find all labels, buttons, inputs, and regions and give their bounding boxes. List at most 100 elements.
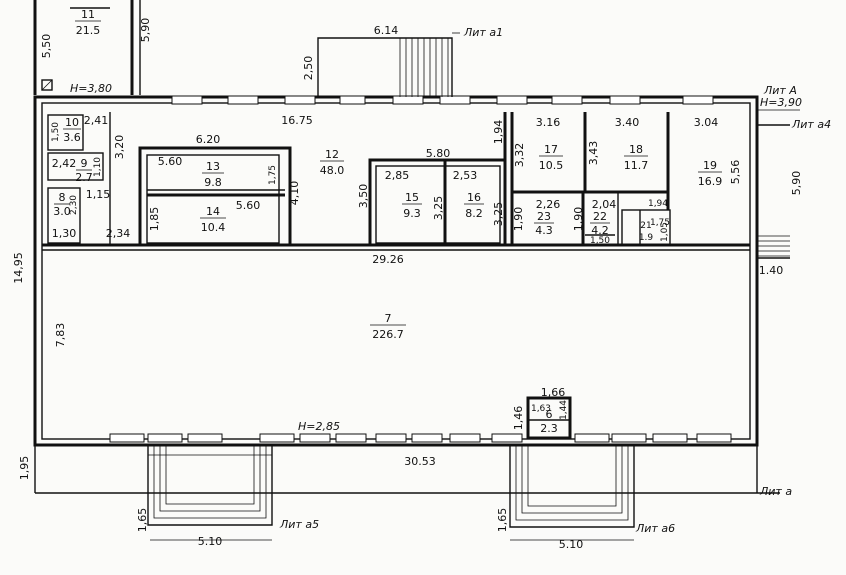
dim-label: 3,32 — [513, 143, 526, 168]
room-21-num: 21 — [640, 221, 651, 231]
room-12-num: 12 — [325, 148, 339, 161]
dim-label: 1.40 — [759, 264, 784, 277]
dim-label: 7,83 — [54, 323, 67, 348]
dimension-lines — [34, 103, 758, 541]
dim-label: 5,90 — [139, 18, 152, 43]
dim-label: 2,50 — [302, 56, 315, 81]
dim-label: 3,50 — [357, 184, 370, 209]
room-8-area: 3.0 — [53, 205, 71, 218]
dim-label: 2,04 — [592, 198, 617, 211]
dim-label: 1,46 — [512, 406, 525, 431]
dim-label: 1,63 — [531, 404, 551, 414]
dim-label: 29.26 — [372, 253, 404, 266]
dim-label: 3,20 — [113, 135, 126, 160]
dim-label: 1,15 — [86, 188, 111, 201]
dim-label: 5.10 — [198, 535, 223, 548]
room-21-area: 1.9 — [639, 233, 654, 243]
dim-label: 3.40 — [615, 116, 640, 129]
dim-label: 2,42 — [52, 157, 77, 170]
room-16-area: 8.2 — [465, 207, 483, 220]
dim-label: 3.04 — [694, 116, 719, 129]
room-12-area: 48.0 — [320, 164, 345, 177]
dim-label: 2,41 — [84, 114, 109, 127]
dim-label: 3.16 — [536, 116, 561, 129]
room-11-num: 11 — [81, 8, 95, 21]
dim-label: 1,44 — [559, 400, 569, 420]
dim-label: 1,50 — [590, 236, 610, 246]
dim-label: 2,30 — [69, 195, 79, 215]
dim-label: 1,94 — [492, 120, 505, 145]
dim-label: 1,75 — [268, 165, 278, 185]
room-18-area: 11.7 — [624, 159, 649, 172]
dim-label: 1,65 — [496, 508, 509, 533]
room-19-num: 19 — [703, 159, 717, 172]
dim-label: 1,10 — [93, 157, 103, 177]
room-9-num: 9 — [81, 157, 88, 170]
annex-lit-a4 — [757, 109, 800, 259]
porch-lit-a5 — [147, 445, 273, 526]
lit-a5-label: Лит а5 — [279, 518, 319, 531]
dim-label: 5,90 — [790, 171, 803, 196]
dim-label: 30.53 — [404, 455, 436, 468]
dim-label: 5,56 — [729, 160, 742, 185]
room-10-num: 10 — [65, 116, 79, 129]
room-8-num: 8 — [59, 191, 66, 204]
room-17-num: 17 — [544, 143, 558, 156]
room-18-num: 18 — [629, 143, 643, 156]
room-14-num: 14 — [206, 205, 220, 218]
room-16-num: 16 — [467, 191, 481, 204]
dim-label: 1,75 — [650, 218, 670, 228]
annex-room-11 — [33, 0, 141, 95]
dim-label: 3,25 — [432, 196, 445, 221]
dim-label: 2,34 — [106, 227, 131, 240]
dim-label: 4,10 — [288, 181, 301, 206]
dim-label: 2,53 — [453, 169, 478, 182]
room-22-area: 4.2 — [591, 224, 609, 237]
room-10-area: 3.6 — [63, 131, 81, 144]
dim-label: 6.14 — [374, 24, 399, 37]
top-windows — [171, 95, 714, 105]
dim-label: 16.75 — [281, 114, 313, 127]
dim-label: 6.20 — [196, 133, 221, 146]
room-23-num: 23 — [537, 210, 551, 223]
room-11-area: 21.5 — [76, 24, 101, 37]
dim-label: 3,43 — [587, 141, 600, 166]
porch-lit-a1 — [317, 32, 460, 97]
dim-label: 1,66 — [541, 386, 566, 399]
room-6-area: 2.3 — [540, 422, 558, 435]
dim-label: 3,25 — [492, 202, 505, 227]
lit-a-label: Лит а — [759, 485, 792, 498]
dim-label: 1,65 — [136, 508, 149, 533]
room-15-num: 15 — [405, 191, 419, 204]
dim-label: 5.10 — [559, 538, 584, 551]
lit-a6-label: Лит а6 — [635, 522, 675, 535]
dim-label: 2,26 — [536, 198, 561, 211]
bottom-windows — [109, 433, 732, 443]
room-17-area: 10.5 — [539, 159, 564, 172]
height-A-label: Н=3,90 — [760, 96, 802, 109]
height-bottom-label: Н=2,85 — [298, 420, 340, 433]
dim-label: 1,94 — [648, 199, 668, 209]
lit-a1-label: Лит а1 — [463, 26, 503, 39]
room-6-num: 6 — [546, 408, 553, 421]
dim-label: 5.60 — [158, 155, 183, 168]
height-top-label: Н=3,80 — [70, 82, 112, 95]
dim-label: 5,50 — [40, 34, 53, 59]
room-7-area: 226.7 — [372, 328, 404, 341]
room-19-area: 16.9 — [698, 175, 723, 188]
room-14-area: 10.4 — [201, 221, 226, 234]
dim-label: 1,30 — [52, 227, 77, 240]
room-7-num: 7 — [385, 312, 392, 325]
dim-label: 5.60 — [236, 199, 261, 212]
dim-label: 1,90 — [572, 207, 585, 232]
inner-walls — [42, 112, 750, 440]
lit-labels: Лит а1 Лит А Н=3,90 Лит а4 Лит а5 Лит а6… — [70, 26, 831, 535]
dim-label: 14,95 — [12, 252, 25, 284]
dim-label: 1,50 — [51, 122, 61, 142]
dim-label: 1,90 — [512, 207, 525, 232]
room-13-num: 13 — [206, 160, 220, 173]
dim-label: 1,85 — [148, 207, 161, 232]
lit-a4-label: Лит а4 — [791, 118, 831, 131]
